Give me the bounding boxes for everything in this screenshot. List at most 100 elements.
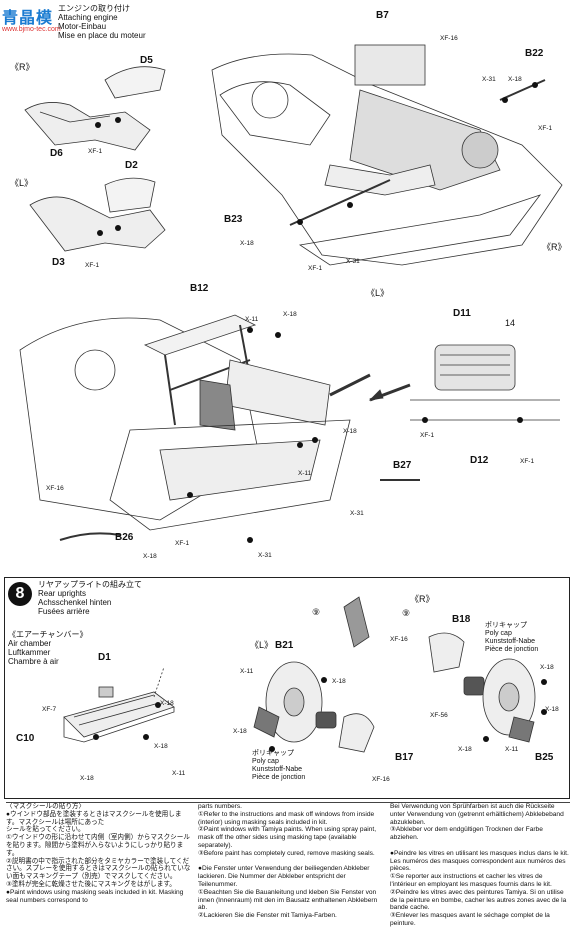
step8-title-fr: Fusées arrière [38, 607, 90, 616]
step8-title-block: リヤアップライトの組み立て Rear uprights Achsschenkel… [38, 580, 208, 616]
step7-title-jp: エンジンの取り付け [58, 4, 130, 13]
polycap-b-jp: ポリキャップ [485, 622, 527, 629]
part-c10: C10 [16, 733, 35, 744]
paint-xf16-c: XF-16 [372, 776, 390, 783]
paint-xf1-f: XF-1 [420, 432, 435, 439]
watermark-url: www.bjmo-tec.com [2, 26, 61, 33]
paint-x18-m: X-18 [458, 746, 472, 753]
paint-x11-a: X-11 [245, 316, 259, 323]
polycap-b-de: Kunststoff-Nabe [485, 638, 536, 645]
part-b25: B25 [535, 752, 554, 763]
air-chamber-de: Luftkammer [8, 648, 51, 657]
paint-xf1-h: XF-1 [175, 540, 190, 547]
side-label-l2: 《L》 [366, 288, 390, 298]
masking-instructions: 〈マスクシールの貼り方〉 ●ウインドウ部品を塗装するときはマスクシールを使用しま… [6, 802, 570, 947]
rear-upright-diagram [63, 596, 547, 753]
step8-title-de: Achsschenkel hinten [38, 598, 112, 607]
air-chamber-title-block: 《エアーチャンバー》 Air chamber Luftkammer Chambr… [8, 630, 118, 666]
paint-x18-c: X-18 [283, 311, 297, 318]
notes-column-de-fr: Bei Verwendung von Sprühfarben ist auch … [390, 803, 569, 927]
notes-column-en-de: parts numbers. ①Refer to the instruction… [198, 803, 378, 920]
paint-xf7: XF-7 [42, 706, 57, 713]
paint-x18-a: X-18 [508, 76, 522, 83]
polycap-b-en: Poly cap [485, 630, 512, 637]
paint-x18-i: X-18 [332, 678, 346, 685]
polycap-callout-b: ポリキャップ Poly cap Kunststoff-Nabe Pièce de… [485, 622, 538, 654]
ref-step9-b: ⑨ [402, 608, 411, 618]
step8-title-jp: リヤアップライトの組み立て [38, 580, 142, 589]
step8-panel [4, 577, 570, 799]
part-b27: B27 [393, 460, 412, 471]
paint-x18-f: X-18 [160, 700, 174, 707]
paint-x18-e: X-18 [143, 553, 157, 560]
paint-x11-e: X-11 [505, 746, 519, 753]
paint-x31-c: X-31 [350, 510, 364, 517]
paint-x18-l: X-18 [545, 706, 559, 713]
part-b12: B12 [190, 283, 209, 294]
paint-x18-k: X-18 [540, 664, 554, 671]
part-b23: B23 [224, 214, 243, 225]
paint-xf56: XF-56 [430, 712, 448, 719]
polycap-b-fr: Pièce de jonction [485, 646, 539, 653]
part-b18: B18 [452, 614, 471, 625]
side-label-l: 《L》 [10, 178, 34, 188]
paint-x18-b: X-18 [240, 240, 254, 247]
paint-x18-j: X-18 [233, 728, 247, 735]
side-label-r2: 《R》 [542, 242, 567, 252]
watermark-logo-text: 青晶模 [2, 10, 54, 27]
part-b17: B17 [395, 752, 414, 763]
step7-title-fr: Mise en place du moteur [58, 31, 146, 40]
part-d12: D12 [470, 455, 489, 466]
paint-x31-a: X-31 [482, 76, 496, 83]
air-chamber-en: Air chamber [8, 639, 52, 648]
part-b22: B22 [525, 48, 544, 59]
polycap-a-en: Poly cap [252, 758, 279, 765]
paint-x11-b: X-11 [298, 470, 312, 477]
part-d3: D3 [52, 257, 65, 268]
ref-step9-a: ⑨ [312, 607, 321, 617]
polycap-callout-a: ポリキャップ Poly cap Kunststoff-Nabe Pièce de… [252, 750, 305, 782]
polycap-a-de: Kunststoff-Nabe [252, 766, 303, 773]
part-b26: B26 [115, 532, 134, 543]
part-d5: D5 [140, 55, 153, 66]
paint-x31-d: X-31 [258, 552, 272, 559]
step8-number-badge: 8 [8, 582, 32, 606]
paint-xf16-d: XF-16 [390, 636, 408, 643]
part-b7: B7 [376, 10, 389, 21]
paint-xf16-b: XF-16 [46, 485, 64, 492]
step8-title-en: Rear uprights [38, 589, 87, 598]
paint-x31-b: X-31 [346, 258, 360, 265]
paint-xf1-e: XF-1 [308, 265, 323, 272]
part-d11: D11 [453, 308, 471, 319]
paint-x18-h: X-18 [80, 775, 94, 782]
air-chamber-fr: Chambre à air [8, 657, 59, 666]
part-d2: D2 [125, 160, 138, 171]
paint-xf16-a: XF-16 [440, 35, 458, 42]
paint-xf1-g: XF-1 [520, 458, 535, 465]
air-chamber-jp: 《エアーチャンバー》 [8, 630, 88, 639]
paint-xf1-d: XF-1 [538, 125, 553, 132]
side-label-r: 《R》 [10, 62, 35, 72]
paint-x18-d: X-18 [343, 428, 357, 435]
paint-xf1-a: XF-1 [88, 148, 103, 155]
paint-x11-c: X-11 [172, 770, 186, 777]
paint-xf1-b: XF-1 [85, 262, 100, 269]
step8-side-l: 《L》 [250, 640, 274, 650]
quantity-14: 14 [505, 318, 516, 328]
part-d1: D1 [98, 652, 111, 663]
engine-installation-diagram [24, 44, 563, 266]
part-b21: B21 [275, 640, 294, 651]
step8-side-r: 《R》 [410, 594, 435, 604]
watermark-logo: 青晶模 www.bjmo-tec.com [2, 4, 61, 33]
part-d6: D6 [50, 148, 63, 159]
paint-x18-g: X-18 [154, 743, 168, 750]
step7-title-en: Attaching engine [58, 13, 118, 22]
step7-title-de: Motor-Einbau [58, 22, 107, 31]
step7-title-block: エンジンの取り付け Attaching engine Motor-Einbau … [58, 4, 218, 40]
rollcage-exhaust-diagram [19, 314, 560, 543]
notes-column-jp-en: 〈マスクシールの貼り方〉 ●ウインドウ部品を塗装するときはマスクシールを使用しま… [6, 803, 191, 904]
step8-number: 8 [15, 585, 25, 602]
paint-x11-d: X-11 [240, 668, 254, 675]
polycap-a-fr: Pièce de jonction [252, 774, 306, 781]
polycap-a-jp: ポリキャップ [252, 750, 294, 757]
